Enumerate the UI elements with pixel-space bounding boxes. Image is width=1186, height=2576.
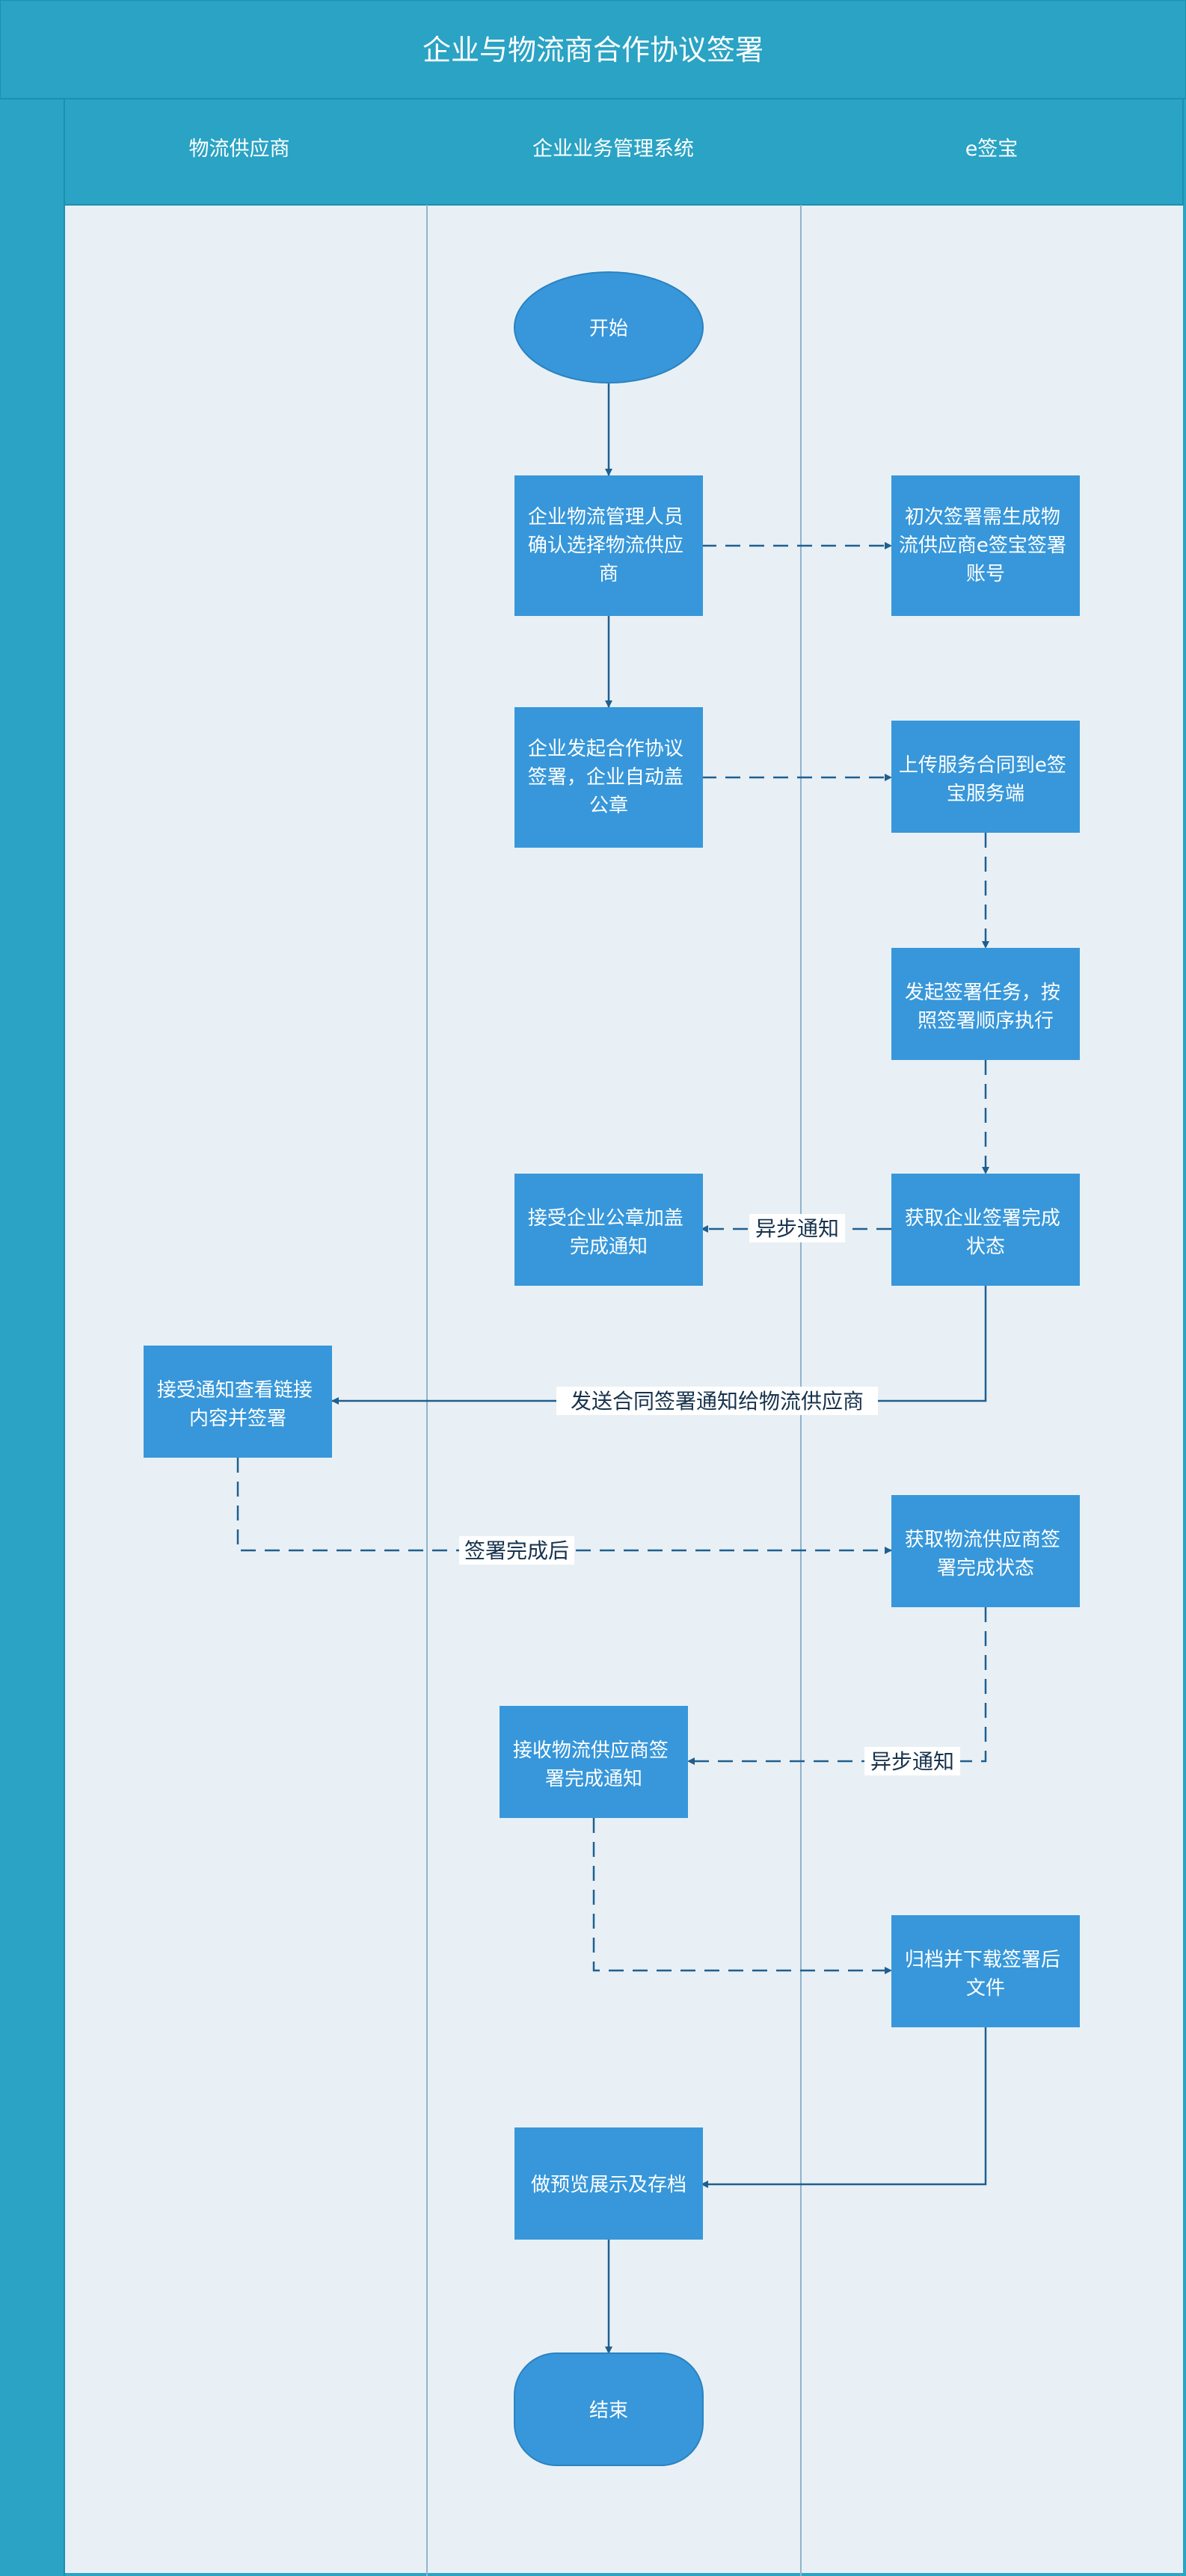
edge-archive-preview	[701, 2027, 987, 2188]
node-create-account	[891, 475, 1080, 616]
start-node-label: 开始	[589, 318, 628, 340]
edge-label-bg-async1	[749, 1214, 845, 1242]
node-upload-contract-label: 上传服务合同到e签 宝服务端	[899, 754, 1072, 805]
edge-label-bg-send	[556, 1387, 878, 1415]
node-initiate-signing	[514, 707, 703, 848]
edge-label-send-notice: 发送合同签署通知给物流供应商	[571, 1389, 864, 1414]
edge-status-supplier	[331, 1286, 987, 1405]
edge-label-bg-async2	[864, 1747, 960, 1775]
node-confirm-supplier-label: 企业物流管理人员 确认选择物流供应 商	[528, 506, 689, 585]
node-supplier-sign-status	[891, 1495, 1080, 1607]
edge-label-bg-after	[459, 1536, 574, 1565]
node-supplier-sign-label: 接受通知查看链接 内容并签署	[157, 1379, 319, 1430]
end-node-label: 结束	[589, 2400, 628, 2422]
node-supplier-sign-status-label: 获取物流供应商签 署完成状态	[905, 1529, 1066, 1580]
node-confirm-supplier	[514, 475, 703, 616]
node-archive-label: 归档并下载签署后 文件	[905, 1949, 1066, 2000]
diagram-title: 企业与物流商合作协议签署	[423, 34, 763, 67]
node-corp-sign-status	[891, 1174, 1080, 1286]
node-preview	[514, 2127, 703, 2240]
node-seal-notice-label: 接受企业公章加盖 完成通知	[528, 1207, 689, 1258]
node-supplier-notice	[500, 1706, 688, 1818]
edge-recv-archive	[592, 1818, 892, 1974]
start-node	[514, 271, 704, 383]
lane-header-enterprise: 企业业务管理系统	[532, 138, 694, 161]
node-seal-notice	[514, 1174, 703, 1286]
node-sign-task-label: 发起签署任务，按 照签署顺序执行	[905, 982, 1066, 1032]
lane-header-esign: e签宝	[965, 138, 1018, 161]
node-supplier-notice-label: 接收物流供应商签 署完成通知	[513, 1740, 675, 1790]
node-sign-task	[891, 948, 1080, 1060]
end-node	[514, 2352, 704, 2466]
edge-label-after-sign: 签署完成后	[464, 1538, 569, 1563]
node-corp-sign-status-label: 获取企业签署完成 状态	[905, 1207, 1066, 1258]
edge-label-async1: 异步通知	[755, 1216, 839, 1241]
node-create-account-label: 初次签署需生成物 流供应商e签宝签署 账号	[899, 506, 1072, 585]
node-archive	[891, 1915, 1080, 2027]
edge-label-async2: 异步通知	[870, 1749, 954, 1774]
node-upload-contract	[891, 721, 1080, 833]
node-supplier-sign	[144, 1346, 332, 1458]
node-preview-label: 做预览展示及存档	[531, 2174, 686, 2196]
edge-supplier-status	[236, 1458, 892, 1554]
title-bar	[0, 0, 1186, 99]
edge-status-recv	[687, 1607, 987, 1765]
lane-header-supplier: 物流供应商	[189, 138, 290, 161]
node-initiate-signing-label: 企业发起合作协议 签署，企业自动盖 公章	[528, 738, 689, 817]
